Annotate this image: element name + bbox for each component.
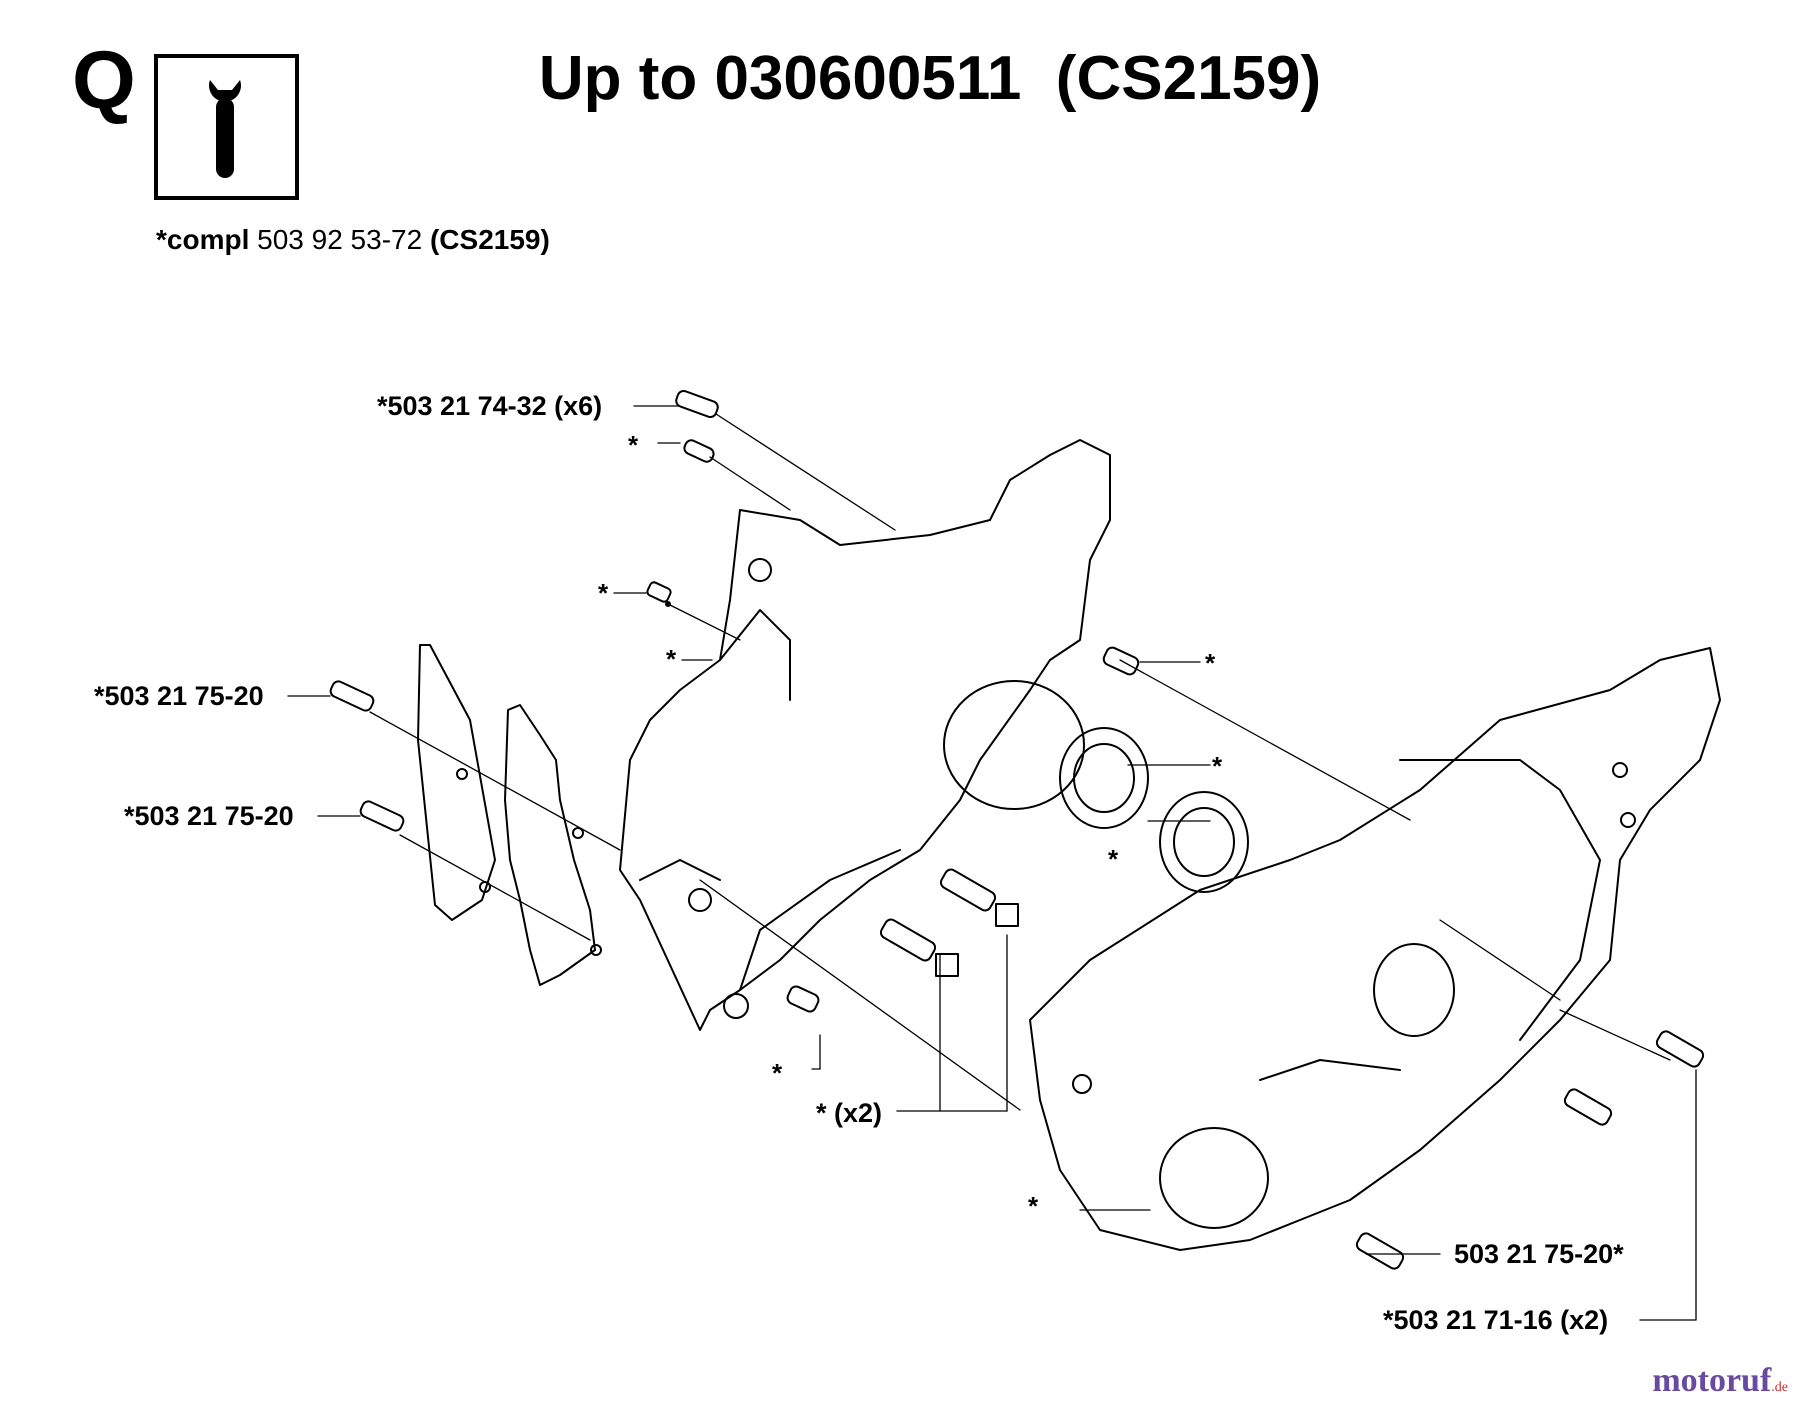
- star-marker: *: [598, 578, 609, 608]
- page-title: Up to 030600511 (CS2159): [538, 44, 1322, 113]
- compl-prefix: *compl: [156, 224, 250, 255]
- star-marker: *: [1028, 1191, 1039, 1221]
- side-plate-inner: [504, 704, 596, 986]
- section-letter: Q: [72, 35, 136, 126]
- callout-screw-left-2: *503 21 75-20: [124, 801, 294, 831]
- watermark-brand: motoruf: [1652, 1362, 1772, 1399]
- star-marker: *: [628, 430, 639, 460]
- crankcase-right: [1029, 647, 1721, 1251]
- tool-box: [154, 54, 299, 200]
- watermark-logo: motoruf.de: [1652, 1362, 1788, 1400]
- star-marker: *: [666, 644, 677, 674]
- leader-lines: [287, 405, 1697, 1321]
- star-marker: *: [1212, 751, 1223, 781]
- callout-screw-right: *503 21 71-16 (x2): [1383, 1305, 1609, 1335]
- callout-pair-x2: * (x2): [816, 1098, 883, 1128]
- star-marker: *: [1205, 648, 1216, 678]
- callout-screw-bottom: 503 21 75-20*: [1454, 1239, 1624, 1269]
- star-marker: *: [1108, 844, 1119, 874]
- compl-model: (CS2159): [429, 224, 550, 255]
- crankcase-left: [619, 439, 1111, 1031]
- wrench-icon: [209, 80, 241, 178]
- compl-number: 503 92 53-72: [257, 224, 423, 255]
- watermark-suffix: .de: [1771, 1380, 1788, 1395]
- callout-screw-top: *503 21 74-32 (x6): [377, 391, 603, 421]
- star-marker: *: [772, 1058, 783, 1088]
- callout-screw-left-1: *503 21 75-20: [94, 681, 264, 711]
- side-plate-outer: [417, 644, 496, 921]
- screws: [329, 389, 1705, 1270]
- complete-assembly-line: *compl 503 92 53-72 (CS2159): [156, 224, 550, 256]
